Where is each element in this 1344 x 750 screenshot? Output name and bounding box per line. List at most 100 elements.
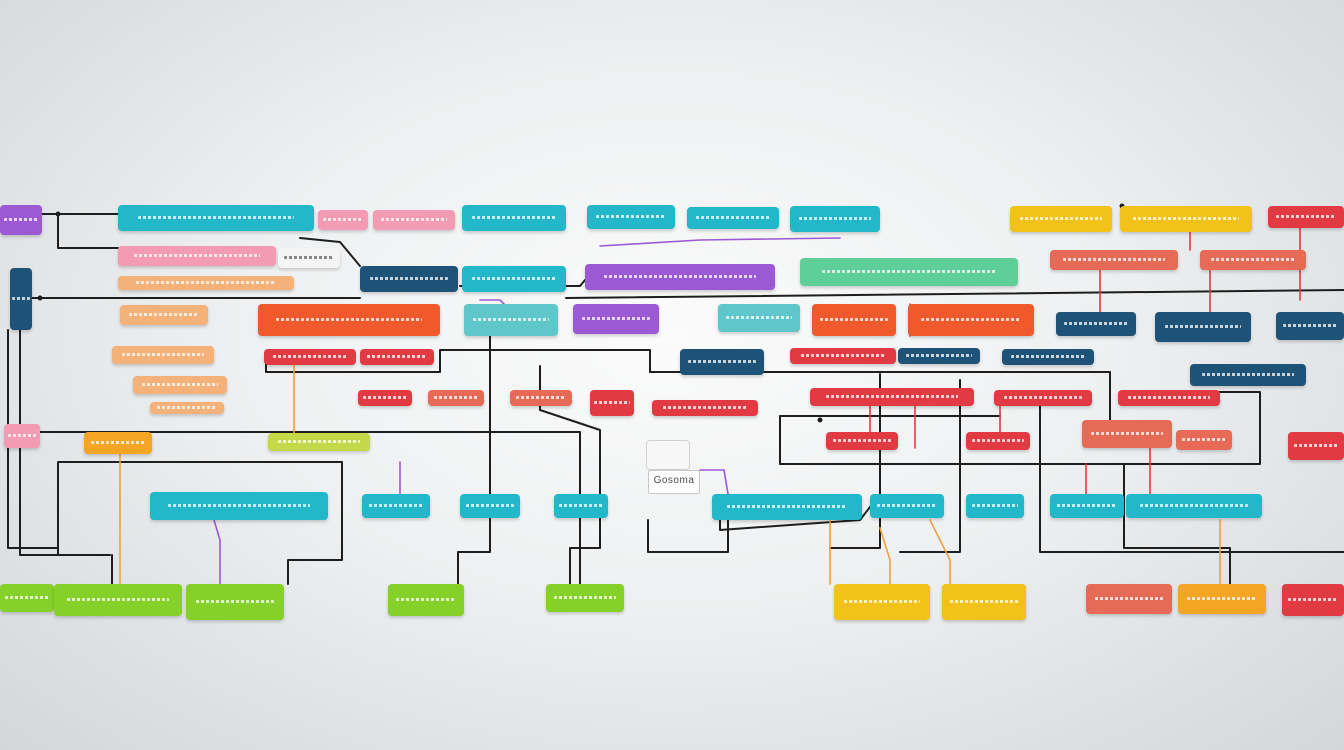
flow-node-4 bbox=[462, 205, 566, 231]
flow-node-69 bbox=[388, 584, 464, 616]
flow-node-57 bbox=[150, 492, 328, 520]
flow-node-glyph-stripe bbox=[906, 354, 972, 357]
flow-node-glyph-stripe bbox=[594, 401, 630, 404]
connector-line-14 bbox=[763, 371, 1111, 431]
flow-node-17 bbox=[800, 258, 1018, 286]
flow-node-glyph-stripe bbox=[1282, 324, 1338, 327]
flow-node-glyph-stripe bbox=[1128, 396, 1210, 399]
flow-node-glyph-stripe bbox=[877, 504, 937, 507]
connector-line-2 bbox=[299, 237, 361, 267]
flow-node-glyph-stripe bbox=[1133, 217, 1239, 220]
flow-node-15 bbox=[462, 266, 566, 292]
flow-node-glyph-stripe bbox=[727, 505, 847, 508]
connector-line-41 bbox=[699, 469, 729, 495]
flow-node-68 bbox=[186, 584, 284, 620]
connector-dot-1 bbox=[37, 295, 43, 301]
flow-node-46 bbox=[994, 390, 1092, 406]
flow-node-45 bbox=[810, 388, 974, 406]
flow-node-glyph-stripe bbox=[1164, 325, 1242, 328]
flow-node-39 bbox=[133, 376, 227, 394]
flow-node-glyph-stripe bbox=[1064, 322, 1128, 325]
flow-node-glyph-stripe bbox=[1020, 217, 1102, 220]
flow-node-19 bbox=[1200, 250, 1306, 270]
flow-node-59 bbox=[460, 494, 520, 518]
center-white-card bbox=[646, 440, 690, 470]
flow-node-64 bbox=[1050, 494, 1124, 518]
flow-node-21 bbox=[120, 305, 208, 325]
flow-node-glyph-stripe bbox=[799, 217, 871, 220]
flow-node-7 bbox=[790, 206, 880, 232]
flow-node-37 bbox=[1002, 349, 1094, 365]
flow-node-20 bbox=[118, 276, 294, 290]
flow-node-glyph-stripe bbox=[553, 596, 617, 599]
flow-node-50 bbox=[84, 432, 152, 454]
flow-node-9 bbox=[1120, 206, 1252, 232]
flow-node-glyph-stripe bbox=[581, 317, 651, 320]
flow-node-glyph-stripe bbox=[369, 277, 449, 280]
flow-node-glyph-stripe bbox=[920, 318, 1022, 321]
flow-node-22 bbox=[258, 304, 440, 336]
flow-node-glyph-stripe bbox=[833, 439, 891, 442]
flow-node-glyph-stripe bbox=[1210, 258, 1296, 261]
flow-node-49 bbox=[4, 424, 40, 448]
flow-node-47 bbox=[1118, 390, 1220, 406]
flow-node-glyph-stripe bbox=[381, 218, 447, 221]
flow-node-glyph-stripe bbox=[1288, 598, 1338, 601]
flow-node-glyph-stripe bbox=[1062, 258, 1166, 261]
flow-node-55 bbox=[1176, 430, 1232, 450]
connector-line-8 bbox=[57, 461, 343, 585]
flow-node-glyph-stripe bbox=[972, 439, 1024, 442]
flow-node-glyph-stripe bbox=[135, 281, 277, 284]
connector-dot-3 bbox=[817, 417, 823, 423]
flow-node-56 bbox=[1288, 432, 1344, 460]
connector-line-10 bbox=[265, 349, 701, 373]
flow-node-glyph-stripe bbox=[128, 313, 200, 316]
flow-node-52 bbox=[826, 432, 898, 450]
flow-node-65 bbox=[1126, 494, 1262, 518]
flow-node-33 bbox=[360, 349, 434, 365]
flow-node-glyph-stripe bbox=[433, 396, 479, 399]
flow-node-11 bbox=[118, 246, 276, 266]
flow-node-glyph-stripe bbox=[843, 600, 921, 603]
flow-node-glyph-stripe bbox=[367, 355, 427, 358]
flow-node-0 bbox=[0, 205, 42, 235]
flow-node-73 bbox=[1086, 584, 1172, 614]
flow-node-glyph-stripe bbox=[696, 216, 770, 219]
flow-node-44 bbox=[652, 400, 758, 416]
connector-line-6 bbox=[19, 297, 111, 556]
flow-node-75 bbox=[1282, 584, 1344, 616]
flow-node-glyph-stripe bbox=[323, 218, 363, 221]
flow-node-glyph-stripe bbox=[559, 504, 603, 507]
connector-line-12 bbox=[457, 335, 491, 585]
flow-node-13 bbox=[10, 268, 32, 330]
flow-node-27 bbox=[908, 304, 1034, 336]
connector-line-4 bbox=[565, 289, 1344, 299]
flow-node-glyph-stripe bbox=[688, 360, 756, 363]
flow-node-glyph-stripe bbox=[604, 275, 756, 278]
flow-node-32 bbox=[264, 349, 356, 365]
connector-line-13 bbox=[29, 431, 581, 585]
flow-node-glyph-stripe bbox=[466, 504, 514, 507]
flow-node-31 bbox=[112, 346, 214, 364]
flow-node-glyph-stripe bbox=[363, 396, 407, 399]
flow-node-10 bbox=[1268, 206, 1344, 228]
flow-node-23 bbox=[464, 304, 558, 336]
flow-node-63 bbox=[966, 494, 1024, 518]
flow-node-30 bbox=[1276, 312, 1344, 340]
flow-node-glyph-stripe bbox=[5, 596, 49, 599]
flow-node-glyph-stripe bbox=[284, 256, 334, 259]
flow-node-glyph-stripe bbox=[278, 440, 360, 443]
flow-node-glyph-stripe bbox=[368, 504, 424, 507]
flow-node-5 bbox=[587, 205, 675, 229]
flow-node-2 bbox=[318, 210, 368, 230]
flow-node-glyph-stripe bbox=[66, 598, 170, 601]
flow-node-58 bbox=[362, 494, 430, 518]
flow-node-54 bbox=[1082, 420, 1172, 448]
flow-node-71 bbox=[834, 584, 930, 620]
connector-line-7 bbox=[7, 329, 59, 549]
flow-node-12 bbox=[278, 248, 340, 268]
flow-node-glyph-stripe bbox=[516, 396, 566, 399]
flow-node-62 bbox=[870, 494, 944, 518]
flow-node-glyph-stripe bbox=[137, 216, 295, 219]
